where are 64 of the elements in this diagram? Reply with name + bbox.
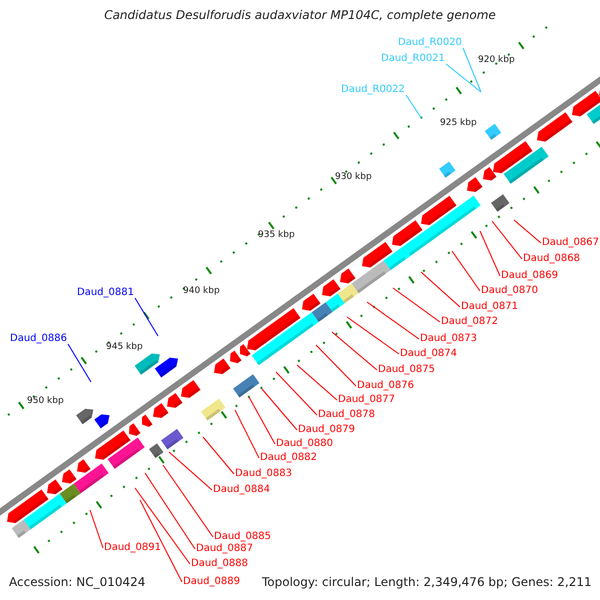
leader-line (346, 316, 400, 354)
gene-label: Daud_0870 (481, 285, 538, 297)
gene-label: Daud_0887 (196, 543, 253, 555)
gene-label: Daud_0880 (276, 438, 333, 450)
gene-label: Daud_0873 (420, 333, 477, 345)
gene-label: Daud_0875 (378, 364, 435, 376)
gene-label: Daud_R0022 (341, 84, 405, 96)
scale-tick-label: 920 kbp (478, 55, 515, 65)
leader-line (514, 220, 542, 244)
leader-line (366, 302, 420, 340)
gene-label: Daud_0874 (400, 348, 457, 360)
leader-line (162, 464, 214, 538)
leader-line (316, 344, 356, 386)
leader-line (462, 48, 482, 92)
leader-line (446, 64, 482, 92)
gene-label: Daud_0879 (298, 424, 355, 436)
gene-label: Daud_0885 (214, 531, 271, 543)
gene-label: Daud_0868 (523, 253, 580, 265)
gene-label: Daud_0888 (191, 558, 248, 570)
leader-line (134, 488, 190, 564)
gene-label: Daud_0867 (542, 237, 599, 249)
leader-line (134, 298, 158, 336)
leader-line (144, 472, 196, 550)
leader-line (68, 344, 92, 382)
leader-line (276, 372, 318, 416)
gene-label: Daud_0891 (104, 542, 161, 554)
scale-tick-label: 940 kbp (183, 286, 220, 296)
title: Candidatus Desulforudis audaxviator MP104C, complete genome (103, 8, 497, 22)
leader-line (234, 410, 260, 458)
accession-text: Accession: NC_010424 (9, 575, 146, 589)
leader-line (90, 510, 104, 548)
genome-info-text: Topology: circular; Length: 2,349,476 bp; Genes: 2,211 (262, 575, 592, 589)
gene-label: Daud_0883 (235, 468, 292, 480)
leader-line (262, 388, 298, 430)
gene-label: Daud_0872 (441, 316, 498, 328)
gene-label: Daud_0889 (183, 576, 240, 588)
leader-line (296, 364, 338, 400)
leader-line (332, 332, 378, 370)
gene-label: Daud_0869 (501, 270, 558, 282)
scale-tick-label: 925 kbp (440, 118, 477, 128)
leader-line (492, 220, 522, 260)
gene-label: Daud_R0021 (381, 53, 445, 65)
leader-line (202, 436, 234, 474)
gene-label: Daud_0881 (77, 287, 134, 299)
scale-tick-label: 945 kbp (106, 342, 143, 352)
leader-line (420, 272, 460, 308)
leader-line (248, 396, 276, 444)
scale-tick-label: 935 kbp (258, 230, 295, 240)
scale-tick-label: 950 kbp (27, 396, 64, 406)
leader-line (406, 94, 422, 120)
gene-label: Daud_0876 (357, 380, 414, 392)
gene-label: Daud_0884 (213, 484, 270, 496)
leader-line (392, 288, 440, 322)
leader-line (168, 452, 212, 490)
gene-label: Daud_0878 (318, 409, 375, 421)
gene-label: Daud_0877 (338, 394, 395, 406)
scale-tick-label: 930 kbp (335, 172, 372, 182)
gene-label: Daud_0886 (10, 333, 67, 345)
gene-label: Daud_R0020 (398, 37, 462, 49)
gene-label: Daud_0871 (461, 301, 518, 313)
leader-line (140, 500, 182, 582)
leader-line (452, 250, 480, 292)
leader-line (480, 230, 500, 276)
gene-label: Daud_0882 (260, 452, 317, 464)
